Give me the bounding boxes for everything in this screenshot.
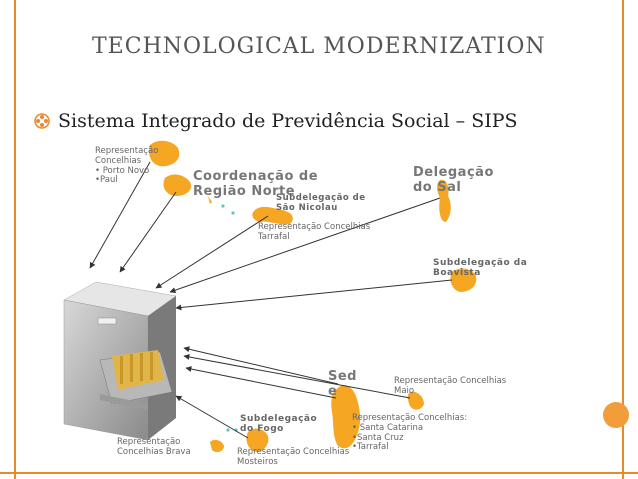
label-rep-mosteiros: Representação Concelhias Mosteiros <box>237 447 350 467</box>
label-deleg-sal: Delegação do Sal <box>413 165 494 195</box>
arrow-sede <box>183 346 339 385</box>
island-boavista <box>450 268 477 292</box>
island-sao-vicente <box>163 174 192 196</box>
frame-right-line <box>622 0 624 479</box>
bullet-item: Sistema Integrado de Previdência Social … <box>34 110 518 132</box>
arrow-santiago <box>185 366 337 399</box>
frame-bottom-line <box>0 472 638 474</box>
arrow-sal <box>169 197 441 294</box>
frame-top-line <box>14 0 16 479</box>
label-sede: Sed e <box>328 369 357 399</box>
arrow-sao-nicolau <box>155 215 269 289</box>
orange-dot-decoration <box>603 402 629 428</box>
island-santa-luzia <box>208 196 212 204</box>
arrow-boavista <box>175 279 453 311</box>
arrow-fogo <box>175 395 249 439</box>
island-brava <box>210 439 224 453</box>
arrow-porto-novo <box>89 161 151 269</box>
label-rep-santiago: Representação Concelhias: • Santa Catari… <box>352 413 468 453</box>
slide-title: TECHNOLOGICAL MODERNIZATION <box>92 34 546 59</box>
island-fogo <box>246 428 269 452</box>
label-subdeleg-boavista: Subdelegação da Boavista <box>433 258 528 279</box>
label-subdeleg-sao-nicolau: Subdelegação de São Nicolau <box>276 193 366 213</box>
label-subdeleg-fogo: Subdelegação do Fogo <box>240 414 318 435</box>
island-sal <box>437 179 451 222</box>
island-maio <box>407 391 424 410</box>
arrow-sao-vicente <box>119 191 177 273</box>
arrow-maio <box>183 354 411 399</box>
label-rep-porto-novo: Representação Concelhias • Porto Novo •P… <box>95 146 159 186</box>
file-cabinet-icon <box>63 281 177 441</box>
label-rep-tarrafal: Representação Concelhias Tarrafal <box>258 222 371 242</box>
flower-bullet-icon <box>34 113 50 129</box>
label-coord-norte: Coordenação de Região Norte <box>193 169 319 199</box>
island-santiago <box>331 385 361 449</box>
island-santo-antao <box>149 140 180 167</box>
bullet-text: Sistema Integrado de Previdência Social … <box>58 110 518 132</box>
label-rep-maio: Representação Concelhias Maio <box>394 376 507 396</box>
label-rep-brava: Representação Concelhias Brava <box>117 437 191 457</box>
